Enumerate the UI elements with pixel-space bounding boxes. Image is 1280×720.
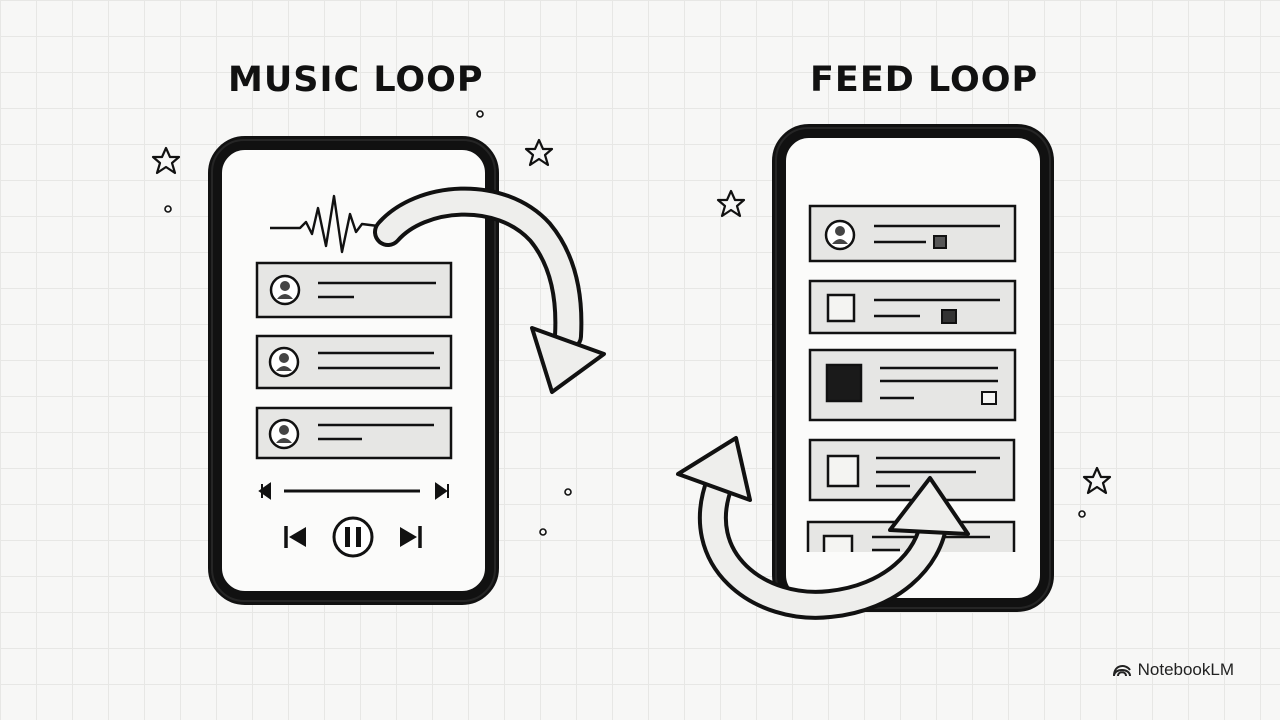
feed-card[interactable]	[808, 438, 1016, 502]
star-icon	[151, 146, 181, 175]
feed-phone	[772, 124, 1054, 612]
avatar-icon	[268, 418, 300, 450]
waveform-icon	[270, 194, 379, 254]
track-card[interactable]	[255, 334, 453, 390]
curved-arrow-icon	[373, 186, 606, 394]
feed-loop-title: FEED LOOP	[810, 60, 1039, 100]
dot	[564, 488, 572, 496]
pause-icon[interactable]	[332, 516, 374, 558]
track-card[interactable]	[255, 406, 453, 460]
curved-arrow-icon	[676, 436, 970, 620]
avatar-icon	[269, 274, 301, 306]
dot	[164, 205, 172, 213]
avatar-icon	[268, 346, 300, 378]
brand-watermark: NotebookLM	[1112, 660, 1234, 680]
fast-forward-icon[interactable]	[435, 482, 449, 500]
star-icon	[1082, 466, 1112, 495]
music-loop-title: MUSIC LOOP	[228, 60, 484, 100]
star-icon	[716, 189, 746, 218]
star-icon	[524, 138, 554, 167]
feed-card[interactable]	[808, 204, 1017, 263]
brand-name: NotebookLM	[1137, 660, 1234, 679]
feed-card[interactable]	[808, 348, 1017, 422]
dot	[539, 528, 547, 536]
skip-back-icon[interactable]	[284, 526, 306, 548]
dot	[476, 110, 484, 118]
feed-card[interactable]	[808, 279, 1017, 335]
dot	[1078, 510, 1086, 518]
rewind-icon[interactable]	[258, 482, 271, 500]
skip-forward-icon[interactable]	[400, 526, 422, 548]
notebooklm-logo-icon	[1112, 665, 1131, 677]
track-card[interactable]	[255, 261, 453, 319]
music-phone	[208, 136, 499, 605]
avatar-icon	[824, 219, 856, 251]
